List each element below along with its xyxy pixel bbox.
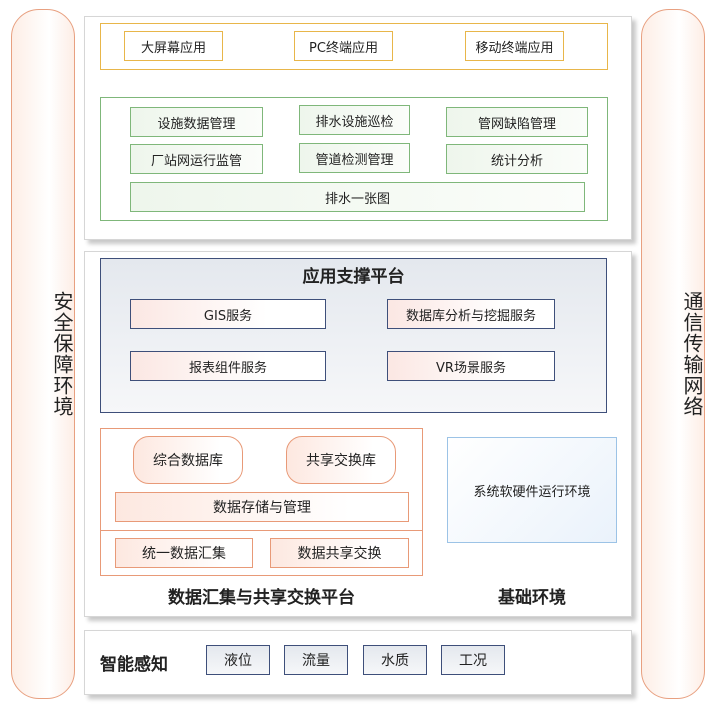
sensor-water-quality: 水质 (363, 645, 427, 675)
data-platform-title: 数据汇集与共享交换平台 (168, 588, 355, 608)
left-side-pillar: 安全保障环境 (11, 9, 75, 699)
right-side-label: 通信传输网络 (680, 291, 704, 417)
app-drainage-map: 排水一张图 (130, 182, 585, 212)
data-collection: 统一数据汇集 (115, 538, 253, 568)
terminal-app-bigscreen: 大屏幕应用 (124, 31, 223, 61)
sensor-level: 液位 (206, 645, 270, 675)
data-exchange: 数据共享交换 (270, 538, 409, 568)
sensor-flow: 流量 (284, 645, 348, 675)
support-platform-title: 应用支撑平台 (302, 267, 405, 287)
app-plant-supervision: 厂站网运行监管 (130, 144, 263, 174)
app-pipe-detection: 管道检测管理 (299, 143, 410, 173)
terminal-app-pc: PC终端应用 (294, 31, 393, 61)
sensor-condition: 工况 (441, 645, 505, 675)
left-side-label: 安全保障环境 (50, 291, 74, 417)
app-pipe-defect: 管网缺陷管理 (446, 107, 588, 137)
sensing-title: 智能感知 (100, 655, 168, 675)
database-shared: 共享交换库 (286, 436, 396, 484)
data-platform-divider (100, 530, 423, 531)
data-storage-management: 数据存储与管理 (115, 492, 409, 522)
terminal-app-mobile: 移动终端应用 (465, 31, 564, 61)
right-side-pillar: 通信传输网络 (641, 9, 705, 699)
sensing-layer-panel (84, 630, 632, 695)
app-facility-data: 设施数据管理 (130, 107, 263, 137)
runtime-environment-box: 系统软硬件运行环境 (447, 437, 617, 543)
service-db-mining: 数据库分析与挖掘服务 (387, 299, 555, 329)
database-integrated: 综合数据库 (133, 436, 243, 484)
base-environment-title: 基础环境 (498, 588, 566, 608)
service-gis: GIS服务 (130, 299, 326, 329)
service-vr: VR场景服务 (387, 351, 555, 381)
app-drainage-inspection: 排水设施巡检 (299, 105, 410, 135)
app-statistics: 统计分析 (446, 144, 588, 174)
service-report: 报表组件服务 (130, 351, 326, 381)
support-platform-box (100, 258, 607, 413)
